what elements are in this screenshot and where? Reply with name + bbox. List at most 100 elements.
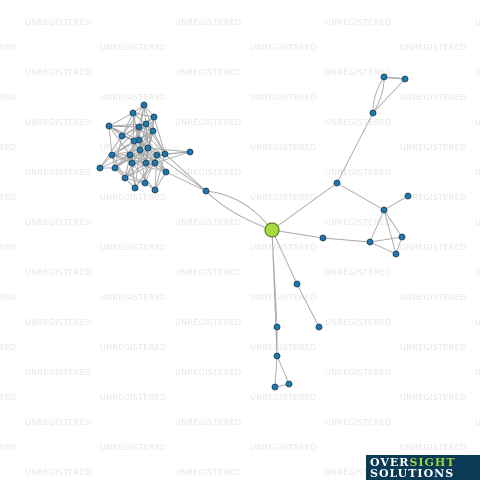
watermark-text: UNREGISTERED bbox=[175, 468, 242, 477]
watermark-text: UNREGISTERED bbox=[175, 268, 242, 277]
watermark-text: UNREGISTERED bbox=[100, 443, 167, 452]
logo-over: OVER bbox=[370, 456, 410, 469]
watermark-text: UNREGISTERED bbox=[325, 18, 392, 27]
watermark-text: UNREGISTERED bbox=[325, 318, 392, 327]
network-node[interactable] bbox=[333, 179, 341, 187]
network-edge bbox=[138, 104, 145, 141]
watermark-text: UNREGISTERED bbox=[0, 243, 17, 252]
watermark-text: UNREGISTERED bbox=[175, 18, 242, 27]
network-node[interactable] bbox=[131, 184, 139, 192]
network-node[interactable] bbox=[118, 132, 126, 140]
watermark-text: UNREGISTERED bbox=[175, 368, 242, 377]
network-node[interactable] bbox=[401, 75, 409, 83]
network-edge bbox=[271, 229, 298, 285]
network-node[interactable] bbox=[129, 109, 137, 117]
network-edge bbox=[336, 112, 374, 184]
network-edge bbox=[154, 171, 167, 191]
network-node[interactable] bbox=[111, 164, 119, 172]
watermark-text: UNREGISTERED bbox=[325, 268, 392, 277]
watermark-text: UNREGISTERED bbox=[0, 193, 17, 202]
watermark-text: UNREGISTERED bbox=[250, 93, 317, 102]
watermark-text: UNREGISTERED bbox=[400, 43, 467, 52]
network-node[interactable] bbox=[126, 151, 134, 159]
network-node[interactable] bbox=[380, 73, 388, 81]
network-node[interactable] bbox=[151, 159, 159, 167]
watermark-text: UNREGISTERED bbox=[250, 343, 317, 352]
network-node[interactable] bbox=[404, 192, 412, 200]
watermark-text: UNREGISTERED bbox=[250, 443, 317, 452]
network-node[interactable] bbox=[293, 280, 301, 288]
network-node[interactable] bbox=[153, 151, 161, 159]
network-edge bbox=[111, 149, 141, 156]
network-edge bbox=[131, 162, 136, 189]
network-edge bbox=[131, 162, 167, 173]
watermark-text: UNREGISTERED bbox=[100, 93, 167, 102]
network-edge bbox=[134, 162, 156, 189]
network-node[interactable] bbox=[369, 109, 377, 117]
watermark-text: UNREGISTERED bbox=[25, 268, 92, 277]
network-node[interactable] bbox=[151, 186, 159, 194]
watermark-text: UNREGISTERED bbox=[25, 18, 92, 27]
network-edge bbox=[114, 167, 146, 184]
network-edge bbox=[108, 125, 140, 128]
network-node[interactable] bbox=[149, 127, 157, 135]
network-node[interactable] bbox=[380, 206, 388, 214]
network-node[interactable] bbox=[135, 123, 143, 131]
network-node[interactable] bbox=[136, 146, 144, 154]
network-node[interactable] bbox=[108, 151, 116, 159]
watermark-text: UNREGISTERED bbox=[0, 93, 17, 102]
network-node[interactable] bbox=[366, 238, 374, 246]
watermark-text: UNREGISTERED bbox=[325, 68, 392, 77]
watermark-text: UNREGISTERED bbox=[25, 218, 92, 227]
network-edge bbox=[296, 283, 320, 328]
network-node[interactable] bbox=[161, 150, 169, 158]
network-edge bbox=[131, 154, 158, 164]
network-edge bbox=[154, 151, 191, 164]
watermark-text: UNREGISTERED bbox=[100, 43, 167, 52]
watermark-text: UNREGISTERED bbox=[325, 118, 392, 127]
logo-line-2: SOLUTIONS bbox=[370, 467, 455, 480]
network-node[interactable] bbox=[105, 122, 113, 130]
network-node[interactable] bbox=[186, 148, 194, 156]
watermark-text: UNREGISTERED bbox=[250, 243, 317, 252]
network-node[interactable] bbox=[150, 113, 158, 121]
watermark-text: UNREGISTERED bbox=[250, 193, 317, 202]
network-node[interactable] bbox=[144, 144, 152, 152]
network-edge bbox=[271, 229, 324, 239]
watermark-text: UNREGISTERED bbox=[400, 93, 467, 102]
network-edge bbox=[383, 209, 403, 238]
network-node[interactable] bbox=[285, 380, 293, 388]
network-node[interactable] bbox=[273, 352, 281, 360]
network-node[interactable] bbox=[121, 174, 129, 182]
network-node[interactable] bbox=[140, 101, 148, 109]
network-node[interactable] bbox=[273, 323, 281, 331]
network-node[interactable] bbox=[96, 164, 104, 172]
network-node[interactable] bbox=[162, 168, 170, 176]
network-node[interactable] bbox=[202, 187, 210, 195]
network-edge bbox=[156, 154, 207, 192]
network-node[interactable] bbox=[142, 159, 150, 167]
network-edge bbox=[111, 154, 133, 164]
watermark-text: UNREGISTERED bbox=[325, 418, 392, 427]
network-edge bbox=[164, 153, 207, 192]
network-node[interactable] bbox=[142, 120, 150, 128]
watermark-text: UNREGISTERED bbox=[250, 293, 317, 302]
watermark-text: UNREGISTERED bbox=[475, 418, 480, 427]
network-node[interactable] bbox=[315, 323, 323, 331]
network-node[interactable] bbox=[141, 179, 149, 187]
network-node[interactable] bbox=[392, 250, 400, 258]
watermark-text: UNREGISTERED bbox=[475, 168, 480, 177]
watermark-text: UNREGISTERED bbox=[175, 68, 242, 77]
network-node[interactable] bbox=[271, 383, 279, 391]
network-edge bbox=[147, 147, 191, 153]
network-node[interactable] bbox=[319, 234, 327, 242]
network-edge bbox=[124, 162, 147, 179]
network-node[interactable] bbox=[128, 159, 136, 167]
network-edge bbox=[369, 236, 403, 243]
central-node[interactable] bbox=[264, 222, 280, 238]
network-node[interactable] bbox=[398, 233, 406, 241]
watermark-text: UNREGISTERED bbox=[0, 143, 17, 152]
network-node[interactable] bbox=[130, 137, 138, 145]
